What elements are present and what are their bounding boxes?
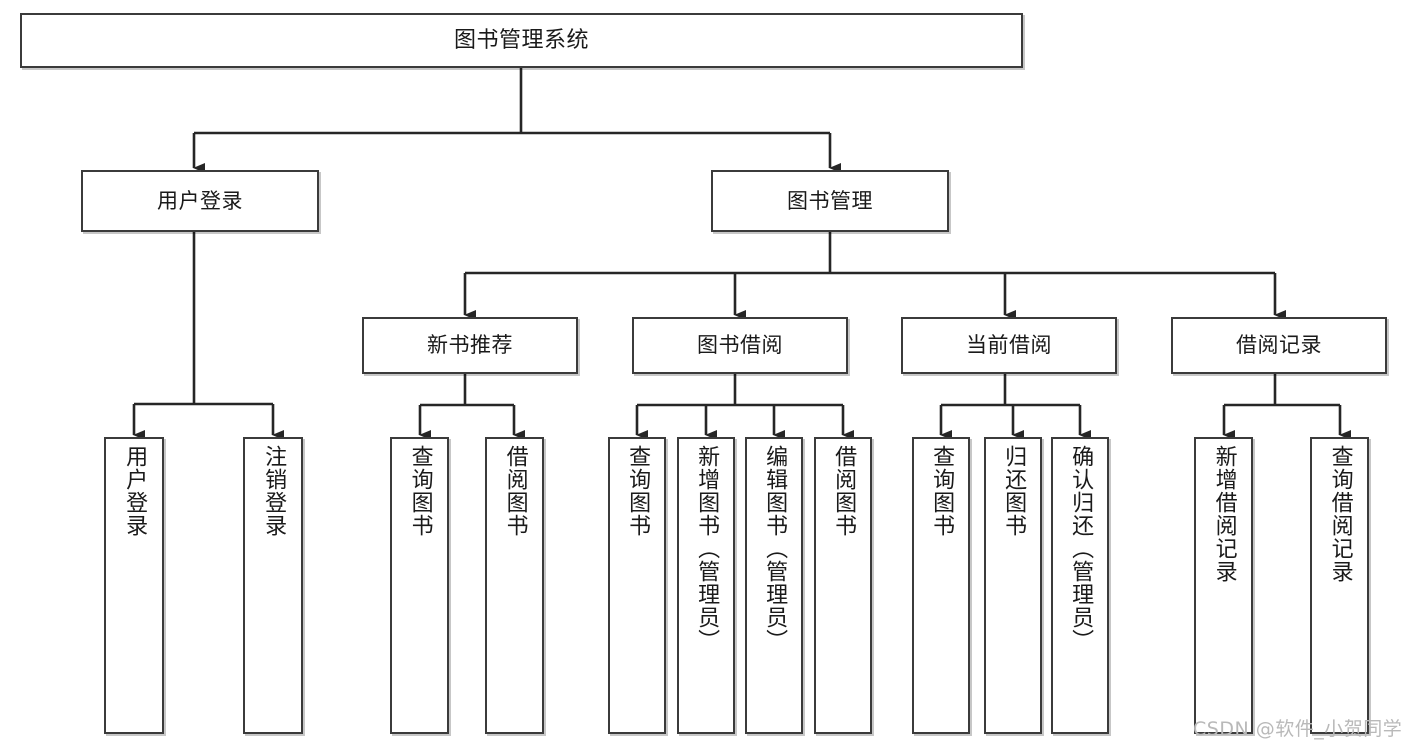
node-label: 用户登录 [157,188,243,213]
node-label: 借阅图书 [831,445,857,537]
node-leaf-6[interactable]: 编辑图书（管理员） [745,437,803,734]
node-level2-1[interactable]: 图书管理 [711,170,949,232]
node-root-图书管理系统[interactable]: 图书管理系统 [20,13,1023,68]
node-label: 新增图书（管理员） [694,445,720,652]
node-label: 注销登录 [261,445,287,537]
node-label: 查询图书 [625,445,651,537]
node-leaf-9[interactable]: 归还图书 [984,437,1042,734]
node-leaf-4[interactable]: 查询图书 [608,437,666,734]
node-label: 图书管理 [787,188,873,213]
node-label: 借阅图书 [502,445,528,537]
node-label: 查询图书 [407,445,433,537]
node-leaf-1[interactable]: 注销登录 [243,437,303,734]
node-label: 新书推荐 [427,333,513,358]
node-leaf-11[interactable]: 新增借阅记录 [1194,437,1253,734]
node-label: 当前借阅 [966,333,1052,358]
node-level3-3[interactable]: 借阅记录 [1171,317,1387,374]
node-label: 归还图书 [1001,445,1027,537]
node-label: 查询借阅记录 [1327,445,1353,583]
node-leaf-5[interactable]: 新增图书（管理员） [677,437,735,734]
node-leaf-12[interactable]: 查询借阅记录 [1310,437,1369,734]
node-label: 编辑图书（管理员） [762,445,788,652]
node-leaf-2[interactable]: 查询图书 [390,437,449,734]
node-leaf-10[interactable]: 确认归还（管理员） [1051,437,1109,734]
node-label: 图书借阅 [697,333,783,358]
node-label: 借阅记录 [1236,333,1322,358]
node-leaf-0[interactable]: 用户登录 [104,437,164,734]
node-label: 确认归还（管理员） [1068,445,1094,652]
node-label: 查询图书 [929,445,955,537]
node-level3-1[interactable]: 图书借阅 [632,317,848,374]
node-level3-2[interactable]: 当前借阅 [901,317,1117,374]
node-leaf-7[interactable]: 借阅图书 [814,437,872,734]
node-label: 用户登录 [122,445,148,537]
node-level3-0[interactable]: 新书推荐 [362,317,578,374]
node-leaf-8[interactable]: 查询图书 [912,437,970,734]
node-level2-0[interactable]: 用户登录 [81,170,319,232]
node-label: 新增借阅记录 [1211,445,1237,583]
node-label: 图书管理系统 [453,27,589,53]
node-leaf-3[interactable]: 借阅图书 [485,437,544,734]
csdn-watermark: CSDN @软件_小贺同学 [1193,718,1403,740]
